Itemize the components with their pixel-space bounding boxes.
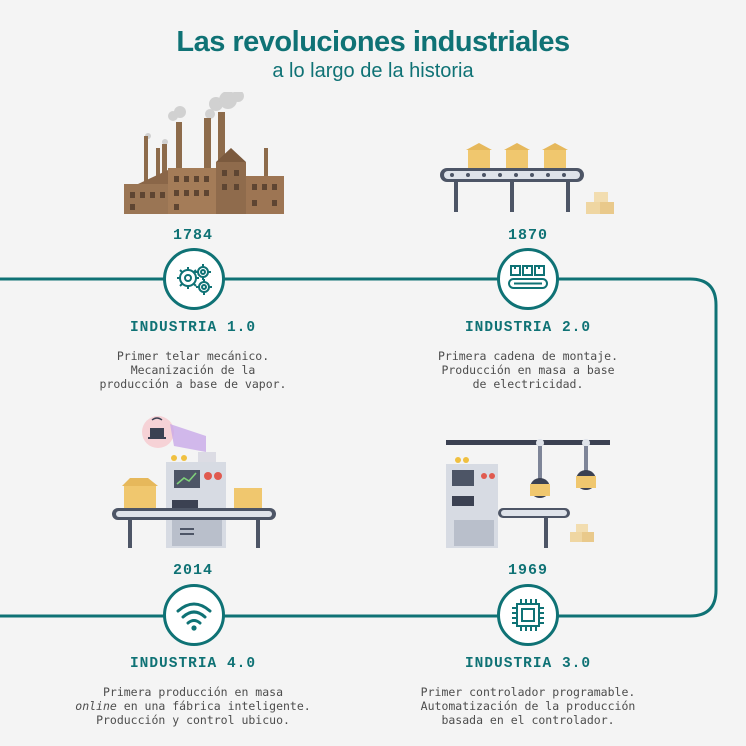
robot-arm-illustration (446, 439, 610, 548)
stage-description: Primer controlador programable. Automati… (393, 685, 663, 727)
year-label: 2014 (58, 562, 328, 579)
description-line: Primer controlador programable. (420, 685, 636, 699)
page-subtitle: a lo largo de la historia (272, 60, 474, 82)
year-label: 1870 (393, 227, 663, 244)
description-line: Producción en masa a base (441, 363, 615, 377)
description-line: Automatización de la producción (420, 699, 636, 713)
description-line: Mecanización de la (130, 363, 256, 377)
emphasis-online: online (75, 699, 117, 713)
conveyor-illustration (440, 143, 614, 214)
description-line: Producción y control ubicuo. (96, 713, 290, 727)
stage-description: Primera producción en masa online en una… (58, 685, 328, 727)
stage-1-circle (163, 248, 225, 310)
gears-icon (177, 264, 212, 295)
wifi-icon (176, 602, 212, 631)
year-1784: 1784 (172, 227, 213, 244)
assembly-line-icon (508, 265, 548, 289)
stage-4-circle (163, 584, 225, 646)
stage-description: Primer telar mecánico. Mecanización de l… (58, 349, 328, 391)
description-line: Primer telar mecánico. (116, 349, 270, 363)
year-2014: 2014 (172, 562, 213, 579)
factory-illustration (124, 92, 284, 214)
chip-icon (512, 599, 544, 631)
description-line: Primera cadena de montaje. (437, 349, 618, 363)
description-line: Primera producción en masa (102, 685, 283, 699)
stage-name: INDUSTRIA 3.0 (464, 656, 592, 672)
description-line: de electricidad. (472, 377, 584, 391)
stage-name: INDUSTRIA 1.0 (129, 320, 257, 336)
description-line: online en una fábrica inteligente. (58, 699, 328, 713)
year-label: 1969 (393, 562, 663, 579)
year-1969: 1969 (507, 562, 548, 579)
stage-name: INDUSTRIA 4.0 (129, 656, 257, 672)
stage-description: Primera cadena de montaje. Producción en… (393, 349, 663, 391)
stage-2-circle (497, 248, 559, 310)
description-line: producción a base de vapor. (99, 377, 287, 391)
description-line: basada en el controlador. (441, 713, 615, 727)
stage-3-circle (497, 584, 559, 646)
year-1870: 1870 (507, 227, 548, 244)
stage-name: INDUSTRIA 2.0 (464, 320, 592, 336)
description-line-rest: en una fábrica inteligente. (123, 699, 311, 713)
page-title: Las revoluciones industriales (176, 26, 570, 58)
smart-factory-illustration (112, 416, 276, 548)
year-label: 1784 (58, 227, 328, 244)
